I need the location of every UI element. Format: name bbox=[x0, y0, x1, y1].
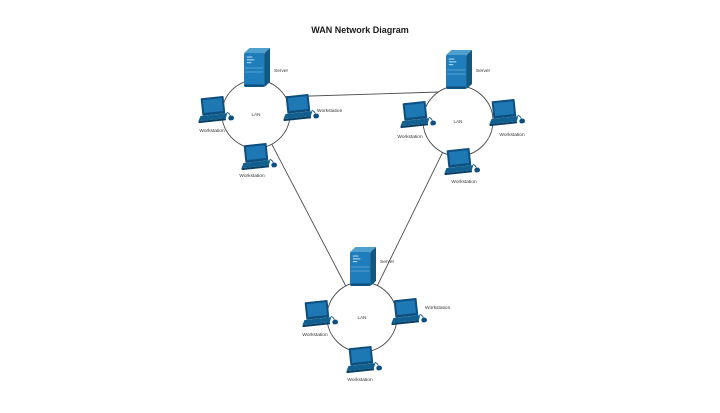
workstation-icon[interactable] bbox=[238, 141, 278, 172]
wan-link-left-bottom[interactable] bbox=[255, 113, 363, 318]
server-icon[interactable] bbox=[350, 247, 376, 286]
workstation-label: Workstation bbox=[451, 179, 477, 185]
server-label: Server bbox=[476, 68, 491, 74]
workstation-label: Workstation bbox=[317, 108, 343, 114]
workstation-label: Workstation bbox=[499, 132, 525, 138]
lan-cluster-top-right: LAN Server Workstation Workstation Works… bbox=[397, 50, 526, 185]
workstation-label: Workstation bbox=[239, 173, 265, 179]
workstation-icon[interactable] bbox=[280, 92, 320, 123]
lan-cluster-bottom: LAN Server Workstation Workstation Works… bbox=[299, 247, 451, 383]
workstation-label: Workstation bbox=[425, 305, 451, 311]
lan-cluster-top-left: LAN Server Workstation Workstation Works… bbox=[195, 48, 343, 179]
server-label: Server bbox=[380, 259, 395, 265]
workstation-label: Workstation bbox=[302, 332, 328, 338]
server-icon[interactable] bbox=[446, 50, 472, 89]
diagram-title: WAN Network Diagram bbox=[311, 25, 409, 35]
server-icon[interactable] bbox=[244, 48, 270, 87]
lan-label: LAN bbox=[454, 119, 463, 124]
workstation-icon[interactable] bbox=[486, 97, 526, 128]
workstation-label: Workstation bbox=[397, 134, 423, 140]
server-label: Server bbox=[274, 68, 289, 74]
lan-label: LAN bbox=[252, 112, 261, 117]
workstation-label: Workstation bbox=[347, 377, 373, 383]
workstation-icon[interactable] bbox=[343, 344, 383, 375]
wan-link-right-bottom[interactable] bbox=[361, 120, 459, 318]
lan-label: LAN bbox=[358, 315, 367, 320]
workstation-icon[interactable] bbox=[388, 296, 428, 327]
workstation-label: Workstation bbox=[199, 128, 225, 134]
